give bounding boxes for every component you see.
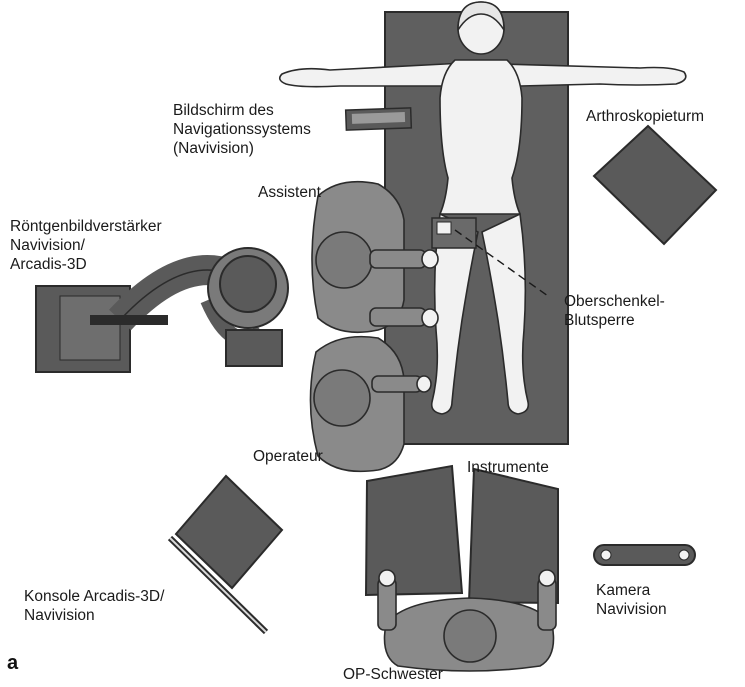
label-thigh-tourniquet: Oberschenkel- Blutsperre bbox=[564, 292, 665, 330]
arcadis-console bbox=[170, 476, 282, 632]
navigation-camera bbox=[594, 545, 695, 565]
label-scrub-nurse: OP-Schwester bbox=[343, 665, 443, 684]
label-arcadis-console: Konsole Arcadis-3D/ Navivision bbox=[24, 587, 164, 625]
label-navigation-monitor: Bildschirm des Navigationssystems (Naviv… bbox=[173, 101, 311, 158]
arthroscopy-tower bbox=[594, 126, 716, 244]
figure-letter: a bbox=[7, 652, 18, 675]
navigation-monitor bbox=[346, 108, 412, 130]
label-xray-intensifier: Röntgenbildverstärker Navivision/ Arcadi… bbox=[10, 217, 162, 274]
label-assistant: Assistent bbox=[258, 183, 321, 202]
label-navigation-camera: Kamera Navivision bbox=[596, 581, 667, 619]
label-instruments: Instrumente bbox=[467, 458, 549, 477]
label-arthroscopy-tower: Arthroskopieturm bbox=[586, 107, 704, 126]
label-surgeon: Operateur bbox=[253, 447, 323, 466]
